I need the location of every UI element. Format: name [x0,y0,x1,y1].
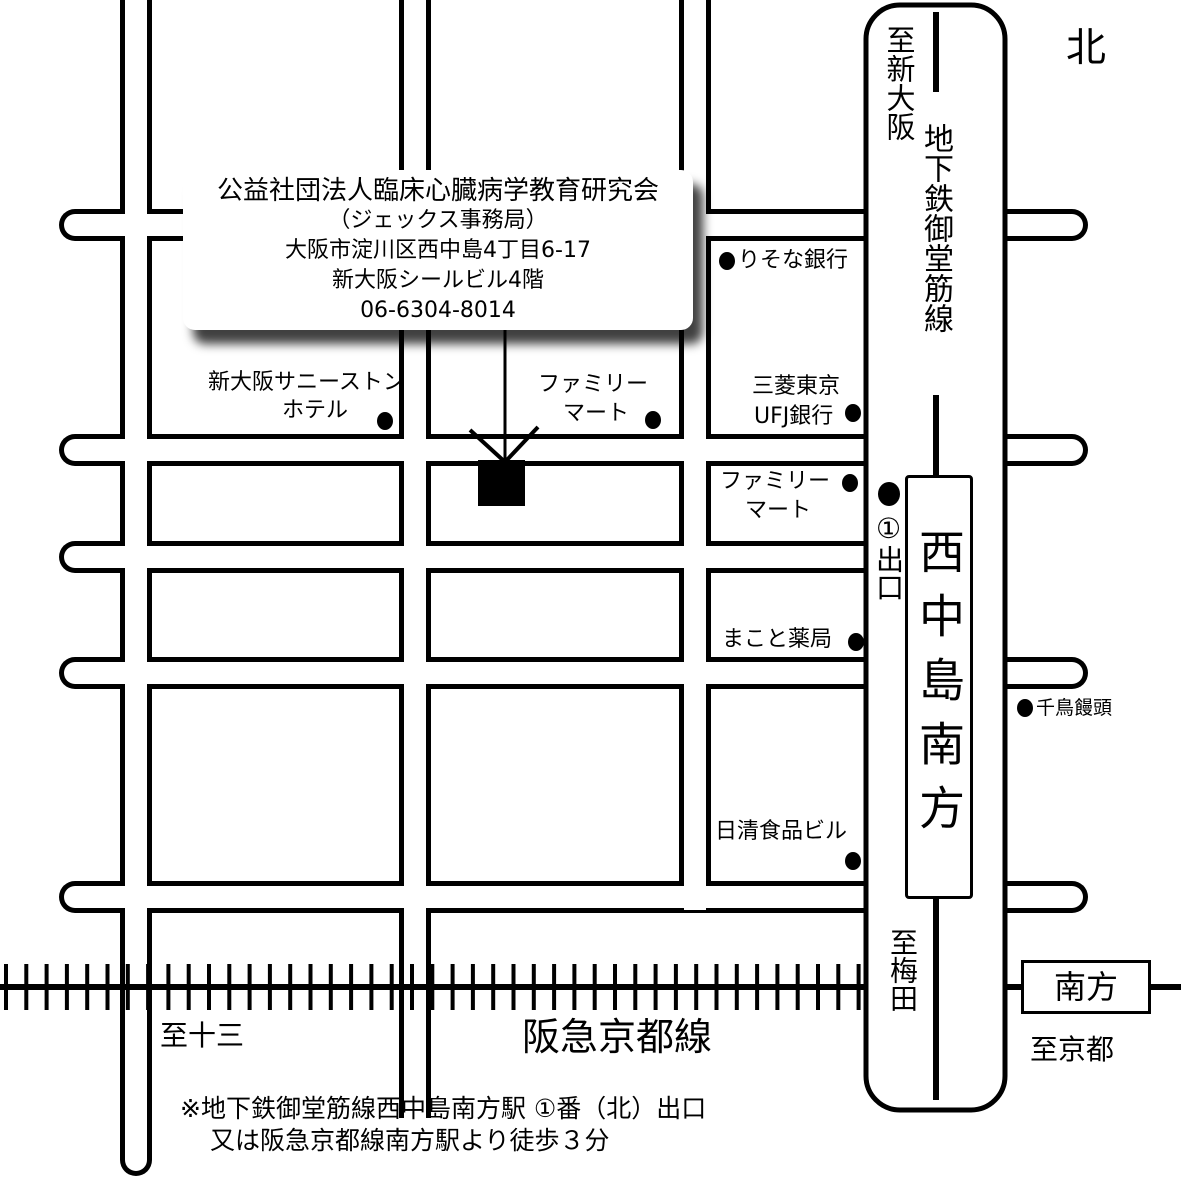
organization-info-box: 公益社団法人臨床心臓病学教育研究会 （ジェックス事務局） 大阪市淀川区西中島4丁… [183,170,693,330]
familymart-west-label-line1: ファミリー [538,372,649,397]
familymart-east-label-line2: マート [745,498,812,523]
destination-building [468,330,540,506]
to-umeda-label: 至梅田 [886,928,919,1012]
nissin-building-marker [845,852,861,870]
hotel-label-line2: ホテル [282,398,349,423]
resona-bank-marker [719,252,735,270]
makoto-pharmacy-label: まこと薬局 [722,627,833,652]
chidori-manju-marker [1017,699,1033,717]
mufg-label-line1: 三菱東京 [752,374,841,399]
station-name: 西中島南方 [912,528,966,848]
to-kyoto-label: 至京都 [1030,1033,1115,1066]
to-juso-label: 至十三 [160,1019,245,1052]
makoto-pharmacy-marker [848,633,864,651]
phone-number: 06-6304-8014 [360,298,516,323]
familymart-east-label-line1: ファミリー [720,469,831,494]
railway-hankyu-kyoto-line [0,964,1181,1010]
hotel-marker [377,412,393,430]
to-shin-osaka-label: 至新大阪 [882,25,916,141]
exit-marker-icon [878,482,900,506]
railway-line-label: 阪急京都線 [522,1015,713,1059]
hotel-label-line1: 新大阪サニーストン [208,370,405,395]
office-name: （ジェックス事務局） [328,208,548,233]
building-name: 新大阪シールビル4階 [332,268,544,293]
subway-line-label: 地下鉄御堂筋線 [918,120,953,336]
directions-line1: ※地下鉄御堂筋線西中島南方駅 ①番（北）出口 [180,1094,707,1123]
familymart-west-marker [645,411,661,429]
directions-line2: 又は阪急京都線南方駅より徒歩３分 [210,1126,610,1155]
familymart-east-marker [842,474,858,492]
north-indicator: 北 [1066,25,1106,71]
minamikata-station: 南方 [1021,960,1151,1014]
resona-bank-label: りそな銀行 [738,248,849,273]
organization-name: 公益社団法人臨床心臓病学教育研究会 [216,176,659,206]
nishinakajima-minamikata-station: 西中島南方 [905,475,973,899]
nissin-building-label: 日清食品ビル [715,819,848,844]
address: 大阪市淀川区西中島4丁目6-17 [285,238,591,263]
mufg-label-line2: UFJ銀行 [754,404,834,429]
chidori-manju-label: 千鳥饅頭 [1036,697,1113,719]
mufg-marker [845,404,861,422]
exit-label: ①出口 [872,512,905,601]
familymart-west-label-line2: マート [563,401,630,426]
